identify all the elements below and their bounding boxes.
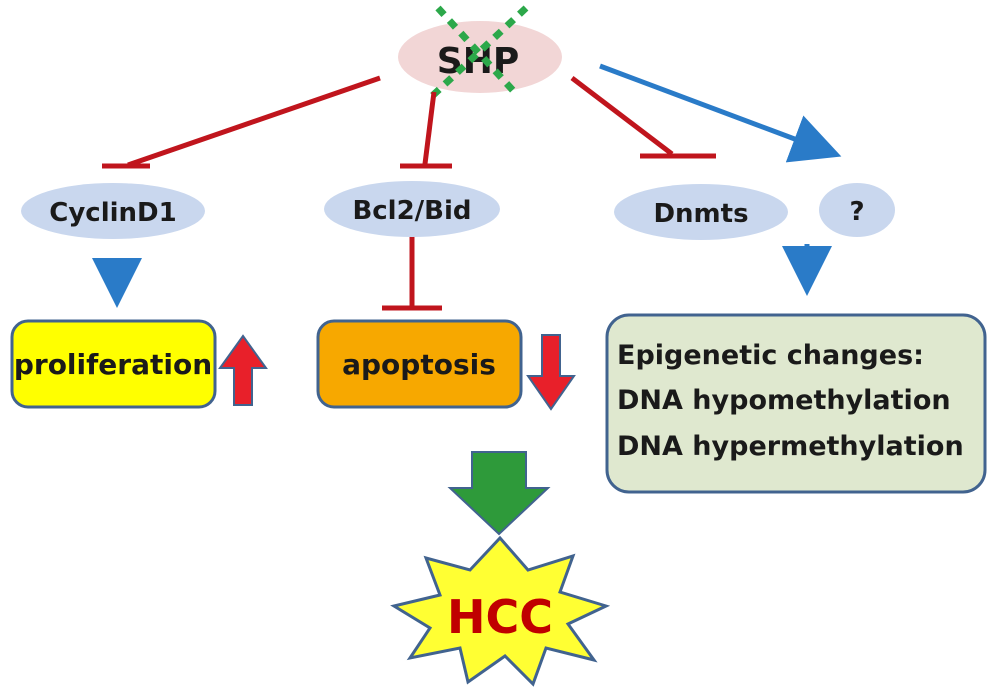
epigenetic-line-hyper: DNA hypermethylation — [617, 431, 964, 462]
activate-edge-unknown — [599, 63, 842, 163]
dnmts-label: Dnmts — [653, 199, 748, 229]
unknown-label: ? — [849, 197, 864, 227]
dnmts-node — [614, 184, 788, 240]
increase-arrow-icon — [218, 334, 268, 406]
epigenetic-title: Epigenetic changes: — [617, 340, 924, 371]
apoptosis-label: apoptosis — [342, 348, 496, 381]
hcc-burst-icon — [390, 535, 611, 687]
epigenetic-box — [605, 313, 987, 494]
cyclind1-label: CyclinD1 — [49, 198, 176, 228]
progression-arrow-icon — [447, 451, 551, 536]
apoptosis-box — [316, 319, 523, 409]
deletion-cross-icon — [427, 5, 529, 101]
cyclind1-node — [21, 183, 205, 239]
bcl2-node — [324, 181, 500, 237]
hcc-label: HCC — [447, 590, 553, 644]
bcl2-label: Bcl2/Bid — [352, 196, 471, 226]
epigenetic-line-hypo: DNA hypomethylation — [617, 385, 951, 416]
unknown-node — [819, 183, 895, 237]
shp-node — [398, 21, 562, 93]
proliferation-box — [10, 319, 217, 409]
inhibit-edge-cyclin — [127, 75, 381, 168]
proliferation-label: proliferation — [14, 348, 212, 381]
inhibit-edge-dnmts — [570, 76, 674, 156]
decrease-arrow-icon — [526, 334, 576, 411]
inhibit-edge-bcl2 — [422, 91, 437, 165]
